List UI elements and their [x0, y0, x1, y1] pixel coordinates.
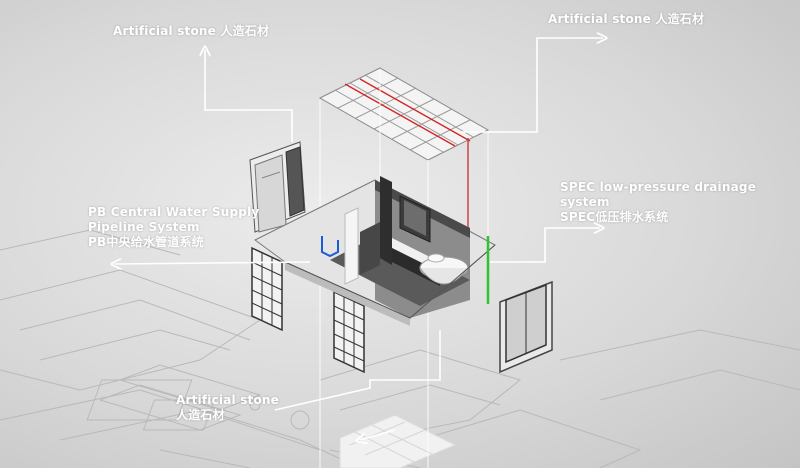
label-bottom-line2: 人造石材	[176, 408, 225, 422]
callout-left	[115, 262, 311, 264]
heating-pipe-line	[344, 83, 456, 147]
label-bottom-material: Artificial stone 人造石材	[176, 393, 279, 423]
callout-top-left	[205, 50, 293, 142]
label-top-left-material: Artificial stone 人造石材	[113, 24, 269, 39]
callout-right	[490, 228, 600, 263]
label-water-supply-line1: PB Central Water Supply	[88, 205, 260, 219]
label-water-supply-line3: PB中央给水管道系统	[88, 235, 204, 249]
callout-bottom	[274, 330, 441, 411]
callout-top-right	[462, 38, 603, 133]
label-drainage-line2: system	[560, 195, 610, 209]
label-drainage: SPEC low-pressure drainage system SPEC低压…	[560, 180, 756, 225]
label-water-supply-line2: Pipeline System	[88, 220, 200, 234]
label-water-supply: PB Central Water Supply Pipeline System …	[88, 205, 259, 250]
label-bottom-line1: Artificial stone	[176, 393, 280, 407]
label-drainage-line1: SPEC low-pressure drainage	[560, 180, 757, 194]
label-top-left-text: Artificial stone 人造石材	[113, 24, 270, 38]
label-top-right-text: Artificial stone 人造石材	[548, 12, 705, 26]
blue-supply-pipe	[321, 236, 339, 258]
label-top-right-material: Artificial stone 人造石材	[548, 12, 704, 27]
label-drainage-line3: SPEC低压排水系统	[560, 210, 669, 224]
